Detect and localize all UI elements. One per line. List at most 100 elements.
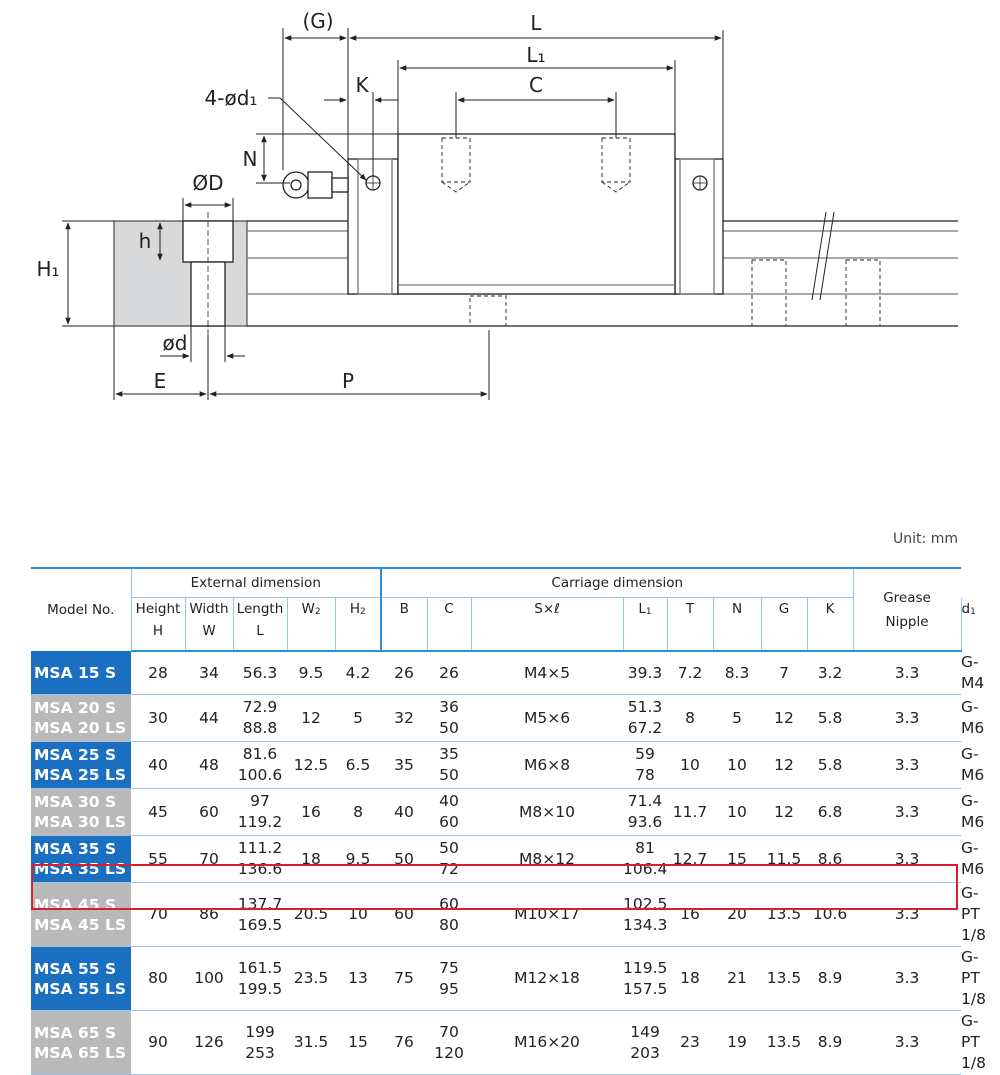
cell-t: 11.7 — [667, 788, 714, 836]
cell-s-l: M6×8 — [471, 741, 624, 789]
carriage-body — [397, 133, 676, 295]
dim-K: K — [355, 73, 369, 97]
cell-b: 26 — [381, 651, 428, 695]
cell-d1: 3.3 — [853, 651, 962, 695]
cell-s-l: M8×12 — [471, 835, 624, 883]
cell-width: 70 — [185, 835, 233, 883]
cell-t: 8 — [667, 694, 714, 742]
cell-height: 55 — [131, 835, 185, 883]
cell-w2: 18 — [287, 835, 335, 883]
dim-G: (G) — [302, 9, 333, 33]
cell-d1: 3.3 — [853, 741, 962, 789]
technical-drawing: (G) L L₁ C K 4-ød₁ N ØD h H₁ ød E P — [36, 9, 958, 400]
end-seal-right — [674, 158, 724, 295]
cell-g: 12 — [761, 694, 808, 742]
cell-height: 30 — [131, 694, 185, 742]
cell-n: 20 — [713, 882, 762, 947]
dim-d: ød — [163, 331, 188, 355]
dim-d1: 4-ød₁ — [205, 86, 258, 110]
cell-h2: 9.5 — [335, 835, 382, 883]
cell-d1: 3.3 — [853, 946, 962, 1011]
cell-width: 34 — [185, 651, 233, 695]
cell-b: 50 — [381, 835, 428, 883]
header-l1: L1 — [622, 597, 668, 652]
cell-h2: 15 — [335, 1010, 382, 1075]
dim-D: ØD — [192, 171, 223, 195]
header-h2: H2 — [334, 597, 382, 652]
cell-h2: 13 — [335, 946, 382, 1011]
cell-c: 26 — [427, 651, 472, 695]
header-model: Model No. — [31, 567, 131, 651]
cell-s-l: M12×18 — [471, 946, 624, 1011]
model-cell: MSA 15 S — [31, 651, 131, 695]
cell-h2: 5 — [335, 694, 382, 742]
cell-w2: 31.5 — [287, 1010, 335, 1075]
cell-t: 12.7 — [667, 835, 714, 883]
cell-w2: 20.5 — [287, 882, 335, 947]
cell-height: 45 — [131, 788, 185, 836]
header-w2: W2 — [286, 597, 335, 652]
cell-b: 32 — [381, 694, 428, 742]
cell-height: 40 — [131, 741, 185, 789]
cell-length: 56.3 — [233, 651, 287, 695]
cell-s-l: M4×5 — [471, 651, 624, 695]
cell-g: 13.5 — [761, 882, 808, 947]
cell-b: 75 — [381, 946, 428, 1011]
header-c: C — [426, 597, 472, 652]
cell-width: 126 — [185, 1010, 233, 1075]
cell-t: 18 — [667, 946, 714, 1011]
cell-g: 7 — [761, 651, 808, 695]
cell-w2: 23.5 — [287, 946, 335, 1011]
header-n: N — [712, 597, 762, 652]
cell-n: 10 — [713, 788, 762, 836]
cell-k: 5.8 — [807, 694, 854, 742]
cell-h2: 4.2 — [335, 651, 382, 695]
header-b: B — [380, 597, 428, 652]
cell-height: 70 — [131, 882, 185, 947]
cell-width: 100 — [185, 946, 233, 1011]
cell-n: 10 — [713, 741, 762, 789]
cell-d1: 3.3 — [853, 835, 962, 883]
dim-P: P — [342, 369, 354, 393]
cell-s-l: M10×17 — [471, 882, 624, 947]
cell-s-l: M5×6 — [471, 694, 624, 742]
header-external-dimension: External dimension — [130, 567, 382, 598]
cell-h2: 6.5 — [335, 741, 382, 789]
dim-C: C — [529, 73, 543, 97]
cell-n: 19 — [713, 1010, 762, 1075]
header-carriage-dimension: Carriage dimension — [380, 567, 854, 598]
cell-t: 23 — [667, 1010, 714, 1075]
cell-g: 13.5 — [761, 1010, 808, 1075]
cell-g: 12 — [761, 741, 808, 789]
cell-k: 8.9 — [807, 946, 854, 1011]
dim-h: h — [139, 229, 152, 253]
cell-height: 80 — [131, 946, 185, 1011]
cell-width: 60 — [185, 788, 233, 836]
cell-d1: 3.3 — [853, 788, 962, 836]
cell-b: 40 — [381, 788, 428, 836]
cell-n: 8.3 — [713, 651, 762, 695]
cell-b: 76 — [381, 1010, 428, 1075]
